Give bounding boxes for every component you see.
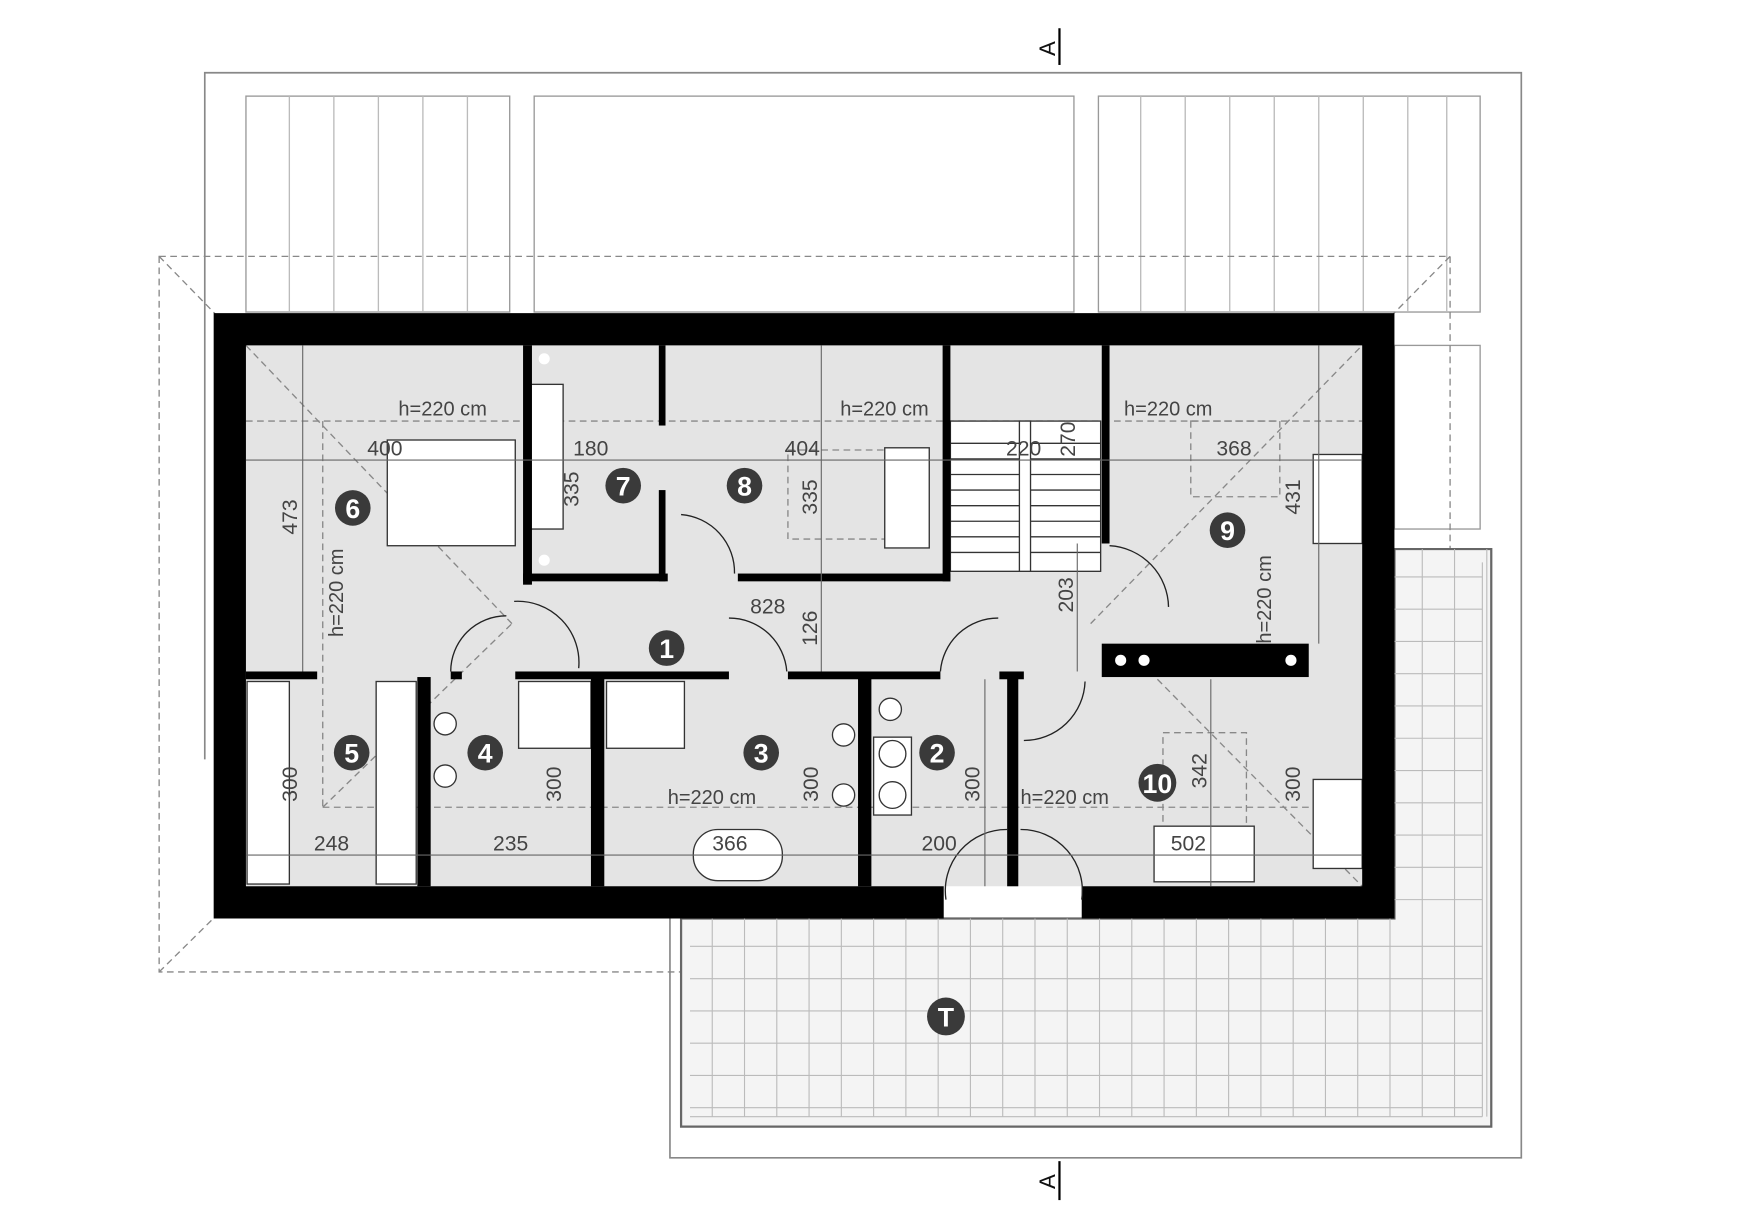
room-7-marker: 7	[605, 467, 642, 504]
roof-outline	[203, 71, 1523, 1159]
room-9-number: 9	[1220, 516, 1235, 546]
bed	[386, 439, 516, 547]
height-r9-side: h=220 cm	[1254, 555, 1276, 643]
height-r6-top: h=220 cm	[398, 399, 486, 421]
dimension-lines	[245, 345, 1363, 887]
dim-r4-depth: 300	[543, 766, 566, 801]
dim-r6-width: 400	[367, 438, 402, 461]
dim-r9-depth: 431	[1282, 479, 1305, 514]
room-2-number: 2	[930, 739, 945, 769]
dim-r10-depth: 342	[1188, 753, 1211, 788]
door-swings	[450, 513, 1170, 900]
dim-r5-width: 248	[314, 833, 349, 856]
room-2-marker: 2	[919, 734, 955, 771]
dim-r2-width: 200	[921, 833, 956, 856]
dim-r5-depth: 300	[279, 766, 302, 801]
height-r8: h=220 cm	[840, 399, 928, 421]
section-markers: A A	[1035, 28, 1061, 1201]
dim-r10-width: 502	[1171, 833, 1206, 856]
room-10-number: 10	[1143, 769, 1173, 799]
solar-panels	[245, 95, 1481, 530]
dim-hall-width: 126	[799, 611, 822, 646]
terrace	[679, 547, 1493, 1128]
dim-r2-depth: 300	[961, 766, 984, 801]
dim-hall-right: 203	[1055, 577, 1078, 612]
walls	[213, 313, 1395, 919]
height-r6-side: h=220 cm	[326, 549, 348, 637]
dim-stairs-width: 220	[1006, 438, 1041, 461]
room-6-marker: 6	[334, 490, 371, 526]
dim-r3-width: 366	[712, 833, 747, 856]
dim-r7-depth: 335	[561, 472, 584, 507]
height-r9-top: h=220 cm	[1124, 399, 1212, 421]
stairs	[949, 420, 1102, 572]
room-5-number: 5	[344, 739, 359, 769]
room-markers: 1 2 3 4 5 6 7 8 9 10 T	[333, 467, 1246, 1036]
section-marker-top: A	[1035, 41, 1060, 56]
dimension-labels: 400 180 404 220 368 473 335 335 270 431 …	[279, 421, 1305, 855]
room-10-marker: 10	[1138, 763, 1177, 802]
room-3-number: 3	[754, 739, 769, 769]
dim-r4-width: 235	[493, 833, 528, 856]
room-3-marker: 3	[743, 734, 780, 771]
room-8-number: 8	[737, 472, 752, 502]
dim-r9-width: 368	[1216, 438, 1251, 461]
height-r10: h=220 cm	[1021, 787, 1109, 809]
height-r3: h=220 cm	[668, 787, 756, 809]
terrace-label: T	[938, 1002, 955, 1032]
height-labels: h=220 cm h=220 cm h=220 cm h=220 cm h=22…	[326, 399, 1276, 809]
dim-hall-length: 828	[750, 596, 785, 619]
room-7-number: 7	[616, 472, 631, 502]
room-1-marker: 1	[648, 630, 685, 666]
room-1-number: 1	[659, 634, 674, 664]
floor-area	[245, 345, 1363, 887]
room-4-number: 4	[478, 739, 493, 769]
room-4-marker: 4	[467, 734, 504, 771]
room-5-marker: 5	[333, 734, 370, 771]
terrace-marker: T	[927, 997, 965, 1036]
slope-lines	[245, 344, 1363, 887]
dim-r8-width: 404	[785, 438, 820, 461]
section-marker-bottom: A	[1035, 1174, 1060, 1189]
dim-r8-depth: 335	[799, 479, 822, 514]
dim-r7-width: 180	[573, 438, 608, 461]
wardrobe	[529, 383, 564, 530]
room-9-marker: 9	[1209, 512, 1246, 548]
dim-r10-side: 300	[1282, 766, 1305, 801]
sofa	[884, 447, 930, 549]
dim-r3-depth: 300	[800, 766, 823, 801]
dim-stairs-depth: 270	[1057, 421, 1080, 456]
dim-r6-depth: 473	[279, 499, 302, 534]
room-6-number: 6	[345, 494, 360, 524]
room-8-marker: 8	[726, 467, 763, 504]
